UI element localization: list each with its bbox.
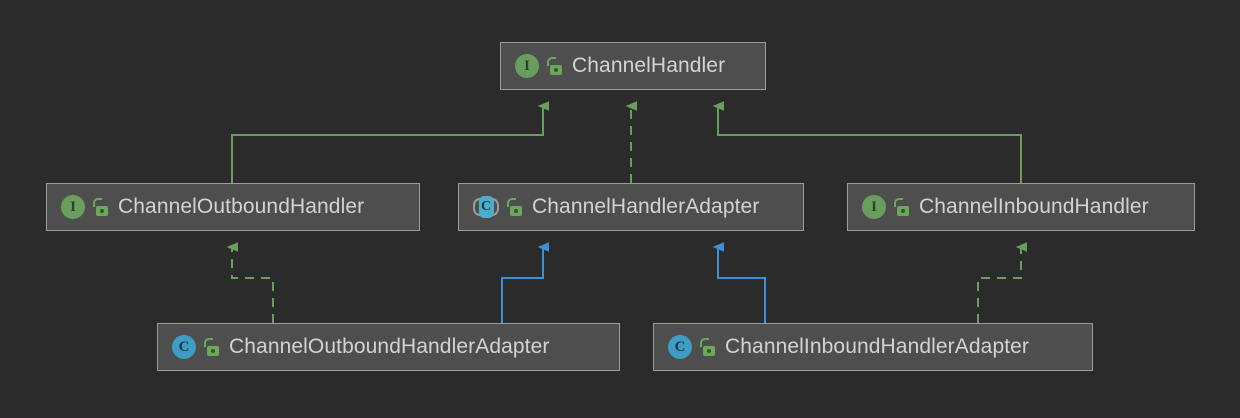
unlocked-padlock-icon <box>700 338 715 356</box>
node-channel-inbound-handler-adapter[interactable]: ChannelInboundHandlerAdapter <box>653 323 1093 371</box>
unlocked-padlock-icon <box>93 198 108 216</box>
unlocked-padlock-icon <box>204 338 219 356</box>
edge-outbound-adapter-implements-outbound <box>226 242 274 323</box>
edge-inbound-extends-handler <box>712 101 1022 183</box>
node-label: ChannelHandlerAdapter <box>532 195 760 218</box>
node-channel-outbound-handler[interactable]: ChannelOutboundHandler <box>46 183 420 231</box>
edge-outbound-extends-handler <box>231 101 549 183</box>
node-label: ChannelOutboundHandler <box>118 195 365 218</box>
node-channel-handler-adapter[interactable]: ChannelHandlerAdapter <box>458 183 804 231</box>
edge-inbound-adapter-extends-adapter <box>712 242 766 323</box>
node-channel-outbound-handler-adapter[interactable]: ChannelOutboundHandlerAdapter <box>157 323 620 371</box>
edge-inbound-adapter-implements-inbound <box>977 242 1027 323</box>
node-label: ChannelInboundHandler <box>919 195 1149 218</box>
interface-icon <box>515 54 539 78</box>
class-icon <box>172 335 196 359</box>
interface-icon <box>61 195 85 219</box>
node-label: ChannelInboundHandlerAdapter <box>725 335 1030 358</box>
edge-outbound-adapter-extends-adapter <box>501 242 549 323</box>
unlocked-padlock-icon <box>894 198 909 216</box>
unlocked-padlock-icon <box>547 57 562 75</box>
abstract-class-icon <box>473 195 499 219</box>
unlocked-padlock-icon <box>507 198 522 216</box>
node-label: ChannelOutboundHandlerAdapter <box>229 335 550 358</box>
node-channel-handler[interactable]: ChannelHandler <box>500 42 766 90</box>
class-icon <box>668 335 692 359</box>
node-channel-inbound-handler[interactable]: ChannelInboundHandler <box>847 183 1195 231</box>
interface-icon <box>862 195 886 219</box>
node-label: ChannelHandler <box>572 54 726 77</box>
